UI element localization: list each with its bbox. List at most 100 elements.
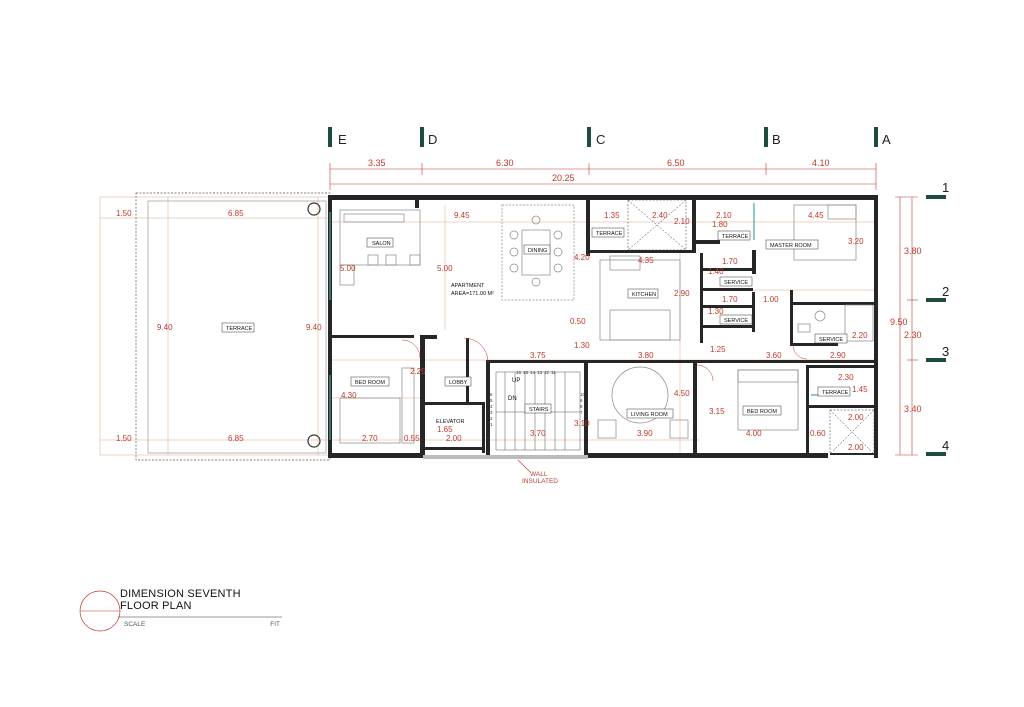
room-label-master-room: MASTER ROOM bbox=[770, 243, 812, 249]
stair-num: 12 bbox=[544, 370, 550, 375]
drawing-title: DIMENSION SEVENTH FLOOR PLAN bbox=[120, 588, 285, 612]
dim-terrace-6: 6.85 bbox=[228, 434, 244, 443]
stair-dn: DN bbox=[508, 396, 517, 402]
room-label-terrace: TERRACE bbox=[226, 326, 253, 332]
dim-top-total: 20.25 bbox=[552, 173, 575, 183]
grid-label-d: D bbox=[428, 132, 437, 147]
grid-label-2: 2 bbox=[942, 284, 949, 299]
title-line-1: DIMENSION SEVENTH bbox=[120, 588, 241, 600]
grid-label-1: 1 bbox=[942, 180, 949, 195]
title-line-2: FLOOR PLAN bbox=[120, 600, 192, 612]
dim-int: 1.70 bbox=[722, 257, 738, 266]
stair-up: UP bbox=[512, 378, 520, 384]
dim-int: 3.60 bbox=[766, 351, 782, 360]
room-label-bed-room-2: BED ROOM bbox=[747, 409, 777, 415]
grid-marker-d bbox=[420, 127, 424, 147]
grid-marker-a bbox=[874, 127, 878, 147]
stair-num: 2 bbox=[490, 416, 493, 421]
dim-int: 4.20 bbox=[574, 253, 590, 262]
dim-terrace-3: 9.40 bbox=[157, 323, 173, 332]
title-block bbox=[79, 590, 282, 632]
grid-marker-4 bbox=[926, 452, 946, 456]
room-label-dining: DINING bbox=[528, 248, 547, 254]
dim-int: 2.70 bbox=[362, 434, 378, 443]
dim-int: 5.00 bbox=[340, 264, 356, 273]
dim-right-3: 3.40 bbox=[904, 404, 922, 414]
dim-int: 1.40 bbox=[708, 267, 724, 276]
dim-int: 3.20 bbox=[848, 237, 864, 246]
insulated-wall-strip bbox=[423, 455, 588, 459]
dim-int: 3.15 bbox=[709, 407, 725, 416]
room-label-terrace-2: TERRACE bbox=[722, 234, 749, 240]
dim-int: 1.30 bbox=[708, 307, 724, 316]
grid-label-4: 4 bbox=[942, 438, 949, 453]
stair-num: 15 bbox=[523, 370, 529, 375]
dim-int: 2.00 bbox=[848, 443, 864, 452]
grid-label-c: C bbox=[596, 132, 605, 147]
interior-walls bbox=[332, 198, 876, 458]
dim-int: 1.25 bbox=[710, 345, 726, 354]
top-dimensions bbox=[329, 163, 877, 190]
dim-int: 0.60 bbox=[810, 429, 826, 438]
scale-value: FIT bbox=[270, 621, 280, 628]
stairs bbox=[495, 371, 581, 451]
dim-int: 3.10 bbox=[574, 419, 590, 428]
dim-int: 4.35 bbox=[638, 256, 654, 265]
stair-num: 8 bbox=[580, 404, 583, 409]
dim-int: 2.00 bbox=[848, 413, 864, 422]
dim-int: 1.70 bbox=[722, 295, 738, 304]
room-label-stairs: STAIRS bbox=[529, 407, 549, 413]
dim-terrace-5: 1.50 bbox=[116, 434, 132, 443]
room-label-terrace-3: TERRACE bbox=[822, 390, 849, 396]
dim-int: 3.80 bbox=[638, 351, 654, 360]
dim-int: 2.10 bbox=[674, 217, 690, 226]
wall-note-leader bbox=[517, 459, 531, 473]
room-label-service-3: SERVICE bbox=[819, 337, 843, 343]
dim-int: 2.25 bbox=[410, 367, 426, 376]
stair-num: 7 bbox=[580, 410, 583, 415]
dim-int: 1.00 bbox=[763, 295, 779, 304]
grid-marker-3 bbox=[926, 358, 946, 362]
dim-top-4: 4.10 bbox=[812, 158, 830, 168]
room-label-apartment: APARTMENT bbox=[451, 283, 485, 289]
dim-int: 2.10 bbox=[716, 211, 732, 220]
stair-num: 9 bbox=[580, 398, 583, 403]
stair-num: 3 bbox=[490, 410, 493, 415]
room-label-living-room: LIVING ROOM bbox=[631, 412, 668, 418]
scale-label: SCALE bbox=[124, 621, 146, 628]
stair-numbers: 16 15 14 13 12 11 10 9 8 7 6 5 4 3 2 1 bbox=[490, 370, 586, 427]
interior-dimensions: 9.45 1.35 2.40 2.10 2.10 1.80 4.45 3.20 … bbox=[340, 211, 868, 452]
grid-label-a: A bbox=[882, 132, 891, 147]
exterior-walls bbox=[328, 195, 878, 458]
dim-int: 0.50 bbox=[570, 317, 586, 326]
door-swings bbox=[401, 337, 808, 382]
void-crosses bbox=[627, 199, 875, 455]
grid-row-markers: 1 2 3 4 bbox=[926, 180, 949, 456]
dim-right-total: 9.50 bbox=[890, 317, 908, 327]
room-label-service-2: SERVICE bbox=[724, 318, 748, 324]
wall-note-line1: WALL bbox=[530, 471, 548, 478]
grid-marker-c bbox=[587, 127, 591, 147]
dim-int: 2.00 bbox=[446, 434, 462, 443]
furniture bbox=[339, 204, 874, 444]
dim-terrace-1: 1.50 bbox=[116, 209, 132, 218]
dim-int: 2.90 bbox=[830, 351, 846, 360]
stair-num: 14 bbox=[530, 370, 536, 375]
wall-note-line2: INSULATED bbox=[522, 478, 558, 485]
dim-int: 5.00 bbox=[437, 264, 453, 273]
dim-int: 3.75 bbox=[530, 351, 546, 360]
dim-right-2: 2.30 bbox=[904, 330, 922, 340]
dim-int: 3.90 bbox=[637, 429, 653, 438]
grid-marker-e bbox=[328, 127, 332, 147]
stair-num: 11 bbox=[551, 370, 556, 375]
grid-marker-1 bbox=[926, 195, 946, 199]
right-dimensions bbox=[895, 196, 918, 456]
room-label-terrace-1: TERRACE bbox=[596, 231, 623, 237]
room-label-service-1: SERVICE bbox=[724, 280, 748, 286]
terrace-label-box bbox=[221, 322, 255, 333]
room-label-lobby: LOBBY bbox=[449, 380, 468, 386]
dim-int: 2.90 bbox=[674, 289, 690, 298]
grid-label-e: E bbox=[338, 132, 347, 147]
room-label-bed-room-1: BED ROOM bbox=[355, 380, 385, 386]
